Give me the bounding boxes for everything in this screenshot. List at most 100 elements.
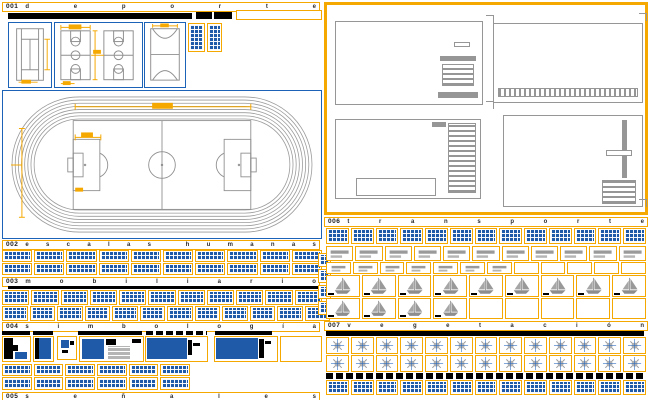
vehicle-block <box>589 246 617 261</box>
boat-row-1 <box>326 275 647 297</box>
volleyball-court-drawing <box>150 23 180 81</box>
sailboat-block <box>361 298 396 319</box>
vehicle-block <box>355 246 383 261</box>
vehicle-block <box>460 262 485 274</box>
legend-bar <box>78 331 142 335</box>
tree-block <box>375 355 399 372</box>
header-empty-cell <box>236 10 322 20</box>
tree-block <box>623 337 646 354</box>
vehicle-block <box>548 228 572 244</box>
hatched-block <box>375 380 399 395</box>
furniture-block <box>31 290 59 305</box>
furniture-block <box>194 306 220 321</box>
tree-block <box>623 355 646 372</box>
tree-block <box>573 355 597 372</box>
furniture-block <box>148 290 176 305</box>
tree-block <box>400 355 424 372</box>
hatched-block <box>207 23 222 52</box>
furniture-block <box>177 290 205 305</box>
tree-block <box>474 337 498 354</box>
human-figure-block <box>259 263 290 275</box>
basketball-courts-drawing <box>60 24 134 86</box>
sailboat-block <box>612 275 647 297</box>
tree-block <box>350 355 374 372</box>
tree-block <box>524 337 547 354</box>
vehicle-block <box>501 246 529 261</box>
human-figure-block <box>227 263 258 275</box>
vehicle-block <box>449 228 473 244</box>
section-007-number: 007 <box>328 321 341 329</box>
sailboat-block <box>397 275 432 297</box>
human-figure-block <box>291 263 323 275</box>
furniture-block <box>167 306 193 321</box>
vehicle-block <box>524 228 547 244</box>
vehicle-block <box>443 246 471 261</box>
courts-hatch-blocks-2 <box>207 23 222 52</box>
human-figure-block <box>98 250 129 262</box>
human-figure-block <box>163 263 194 275</box>
vehicle-block <box>598 228 622 244</box>
human-figure-block <box>259 250 290 262</box>
transport-row-3 <box>326 262 646 274</box>
human-figure-block <box>66 263 97 275</box>
sheet-layout-panel <box>324 2 648 215</box>
header-bar <box>326 331 644 336</box>
corner-mark-icon <box>486 15 494 23</box>
tree-block <box>573 337 597 354</box>
vehicle-block <box>530 246 559 261</box>
human-figure-block <box>195 263 226 275</box>
furniture-block <box>119 290 147 305</box>
transport-row-2 <box>326 246 646 261</box>
hatched-block <box>188 23 205 52</box>
hatched-block <box>425 380 448 395</box>
symbol-block <box>160 377 191 390</box>
furniture-row-2 <box>2 306 330 321</box>
vehicle-block <box>406 262 432 274</box>
divider-bar-dashed <box>326 373 644 379</box>
empty-cell <box>576 298 611 319</box>
furniture-block <box>2 290 30 305</box>
sailboat-block <box>397 298 432 319</box>
sailboat-block <box>326 298 360 319</box>
basketball-courts-panel <box>54 22 143 88</box>
transport-row-1 <box>326 228 646 244</box>
vehicle-block <box>623 228 646 244</box>
symbol-block <box>128 377 159 390</box>
header-bar <box>8 286 320 289</box>
human-scale-row-2 <box>2 263 323 275</box>
sailboat-block <box>504 275 539 297</box>
furniture-block <box>57 306 83 321</box>
vehicle-block <box>400 228 424 244</box>
symbol-block <box>2 364 32 376</box>
furniture-block <box>29 306 55 321</box>
hatched-block <box>598 380 622 395</box>
sailboat-block <box>540 275 575 297</box>
tree-block <box>548 355 572 372</box>
hatched-block <box>400 380 424 395</box>
symbol-block <box>65 364 96 376</box>
hatched-block <box>499 380 523 395</box>
viewport-plan-b <box>493 23 643 103</box>
empty-cell <box>540 298 575 319</box>
symbol-block <box>33 377 64 390</box>
tennis-court-drawing <box>16 28 51 84</box>
symbol-panel <box>79 336 144 362</box>
tree-block <box>598 355 622 372</box>
section-005-number: 005 <box>6 392 19 400</box>
vehicle-block <box>384 246 412 261</box>
hatched-block <box>326 380 349 395</box>
sailboat-block <box>433 275 468 297</box>
hatched-block <box>474 380 498 395</box>
vehicle-block <box>352 262 378 274</box>
human-figure-block <box>163 250 194 262</box>
tree-block <box>350 337 374 354</box>
athletics-track-drawing <box>11 96 313 233</box>
symbol-block <box>33 364 64 376</box>
symbol-panel <box>214 336 278 362</box>
tree-block <box>449 355 473 372</box>
vehicle-block <box>573 228 597 244</box>
